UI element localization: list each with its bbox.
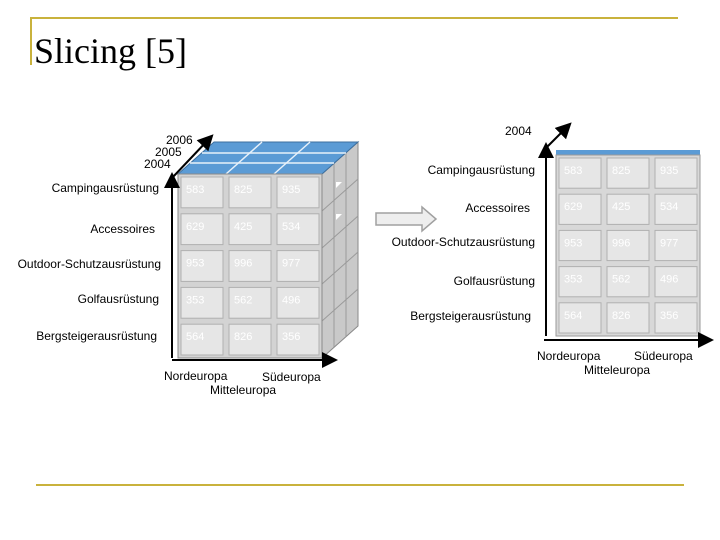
- slice-cell-value: 935: [660, 165, 678, 177]
- slice-cell: [654, 302, 698, 334]
- cube-cell-value: 629: [186, 221, 204, 233]
- slice-cell: [558, 193, 602, 225]
- cube-cell: [276, 286, 320, 319]
- cube-cell-value: 977: [282, 258, 300, 270]
- slice-category-label: Campingausrüstung: [428, 163, 535, 177]
- slice-cell-value: 826: [612, 310, 630, 322]
- slice-cell: [558, 157, 602, 189]
- cube-cells: 583 825 935 629 425 534 953 996 977 353 562 496 564 8…: [180, 176, 320, 356]
- slice-cell: [606, 302, 650, 334]
- cube-year-label: 2006: [166, 133, 193, 147]
- slide-title: Slicing [5]: [34, 31, 187, 71]
- slice-category-label: Accessoires: [465, 201, 530, 215]
- cube-cell-value: 496: [282, 294, 300, 306]
- slice-cell: [606, 157, 650, 189]
- slice-top-stripe: [556, 150, 700, 155]
- cube-side-face: [321, 140, 359, 360]
- slice-cell-value: 425: [612, 201, 630, 213]
- slice-cell-value: 825: [612, 165, 630, 177]
- cube-cell-value: 935: [282, 184, 300, 196]
- slice-year-label: 2004: [505, 124, 532, 138]
- cube-year-label: 2005: [155, 145, 182, 159]
- cube-layer-marker: [336, 214, 342, 220]
- cube-cell: [228, 323, 272, 356]
- slice-cell-value: 534: [660, 201, 678, 213]
- slice-cell: [606, 266, 650, 298]
- slice-category-label: Outdoor-Schutzausrüstung: [392, 235, 535, 249]
- cube-region-label: Mitteleuropa: [210, 383, 276, 397]
- cube-cell: [276, 323, 320, 356]
- cube-cell: [276, 213, 320, 246]
- slice-cell-value: 996: [612, 237, 630, 249]
- cube-cell: [228, 176, 272, 209]
- cube-cell-value: 425: [234, 221, 252, 233]
- cube-cell: [180, 250, 224, 282]
- cube-category-label: Campingausrüstung: [52, 181, 159, 195]
- slice-region-label: Mitteleuropa: [584, 363, 650, 377]
- cube-category-label: Accessoires: [90, 222, 155, 236]
- cube-cell: [276, 250, 320, 282]
- slice-cell: [558, 229, 602, 262]
- slice-category-label: Golfausrüstung: [454, 274, 535, 288]
- slice-arrow-icon: [375, 205, 438, 233]
- cube-cell-value: 356: [282, 331, 300, 343]
- bottom-rule: [36, 484, 684, 486]
- slice-region-label: Nordeuropa: [537, 349, 601, 363]
- data-cube: 583 825 935 629 425 534 953 996 977 353 562 496 564 8…: [18, 133, 360, 397]
- cube-depth-axis: [171, 134, 214, 179]
- slice-cells: 583 825 935 629 425 534 953 996 977 353 562 496 564 8…: [558, 157, 698, 334]
- slice-cell: [654, 266, 698, 298]
- cube-cell-value: 825: [234, 184, 252, 196]
- cube-cell: [276, 176, 320, 209]
- cube-year-label: 2004: [144, 157, 171, 171]
- slice-cell: [654, 193, 698, 225]
- slice-cell: [654, 157, 698, 189]
- cube-category-label: Golfausrüstung: [78, 292, 159, 306]
- slice-cell: [606, 193, 650, 225]
- cube-cell-value: 953: [186, 258, 204, 270]
- top-rule: [30, 17, 678, 19]
- cube-cell: [228, 286, 272, 319]
- cube-cell: [228, 250, 272, 282]
- cube-region-label: Nordeuropa: [164, 369, 228, 383]
- slice-cell-value: 496: [660, 274, 678, 286]
- cube-cell: [228, 213, 272, 246]
- cube-category-label: Bergsteigerausrüstung: [36, 329, 157, 343]
- cube-layer-marker: [336, 182, 342, 188]
- cube-cell-value: 996: [234, 258, 252, 270]
- slice-cell: [606, 229, 650, 262]
- cube-cell-value: 564: [186, 331, 204, 343]
- cube-cell: [180, 286, 224, 319]
- slice-region-label: Südeuropa: [634, 349, 693, 363]
- cube-top-grid: [190, 141, 346, 175]
- cube-cell-value: 534: [282, 221, 300, 233]
- cube-cell: [180, 323, 224, 356]
- cube-cell: [180, 213, 224, 246]
- slice-cell-value: 583: [564, 165, 582, 177]
- cube-side-grid: [321, 153, 359, 347]
- slice-cell-value: 356: [660, 310, 678, 322]
- cube-cell-value: 583: [186, 184, 204, 196]
- data-slice: 583 825 935 629 425 534 953 996 977 353 562 496 564 8…: [392, 122, 714, 377]
- cube-cell-value: 353: [186, 294, 204, 306]
- cube-category-label: Outdoor-Schutzausrüstung: [18, 257, 161, 271]
- slice-cell: [654, 229, 698, 262]
- slice-depth-axis: [545, 122, 572, 149]
- slice-cell-value: 564: [564, 310, 582, 322]
- slice-cell: [558, 302, 602, 334]
- cube-cell-value: 562: [234, 294, 252, 306]
- slice-cell-value: 562: [612, 274, 630, 286]
- slice-cell: [558, 266, 602, 298]
- slice-cell-value: 629: [564, 201, 582, 213]
- slice-cell-value: 353: [564, 274, 582, 286]
- cube-cell-value: 826: [234, 331, 252, 343]
- slice-cell-value: 953: [564, 237, 582, 249]
- slice-category-label: Bergsteigerausrüstung: [410, 309, 531, 323]
- cube-cell: [180, 176, 224, 209]
- slice-cell-value: 977: [660, 237, 678, 249]
- left-rule: [30, 17, 32, 65]
- cube-region-label: Südeuropa: [262, 370, 321, 384]
